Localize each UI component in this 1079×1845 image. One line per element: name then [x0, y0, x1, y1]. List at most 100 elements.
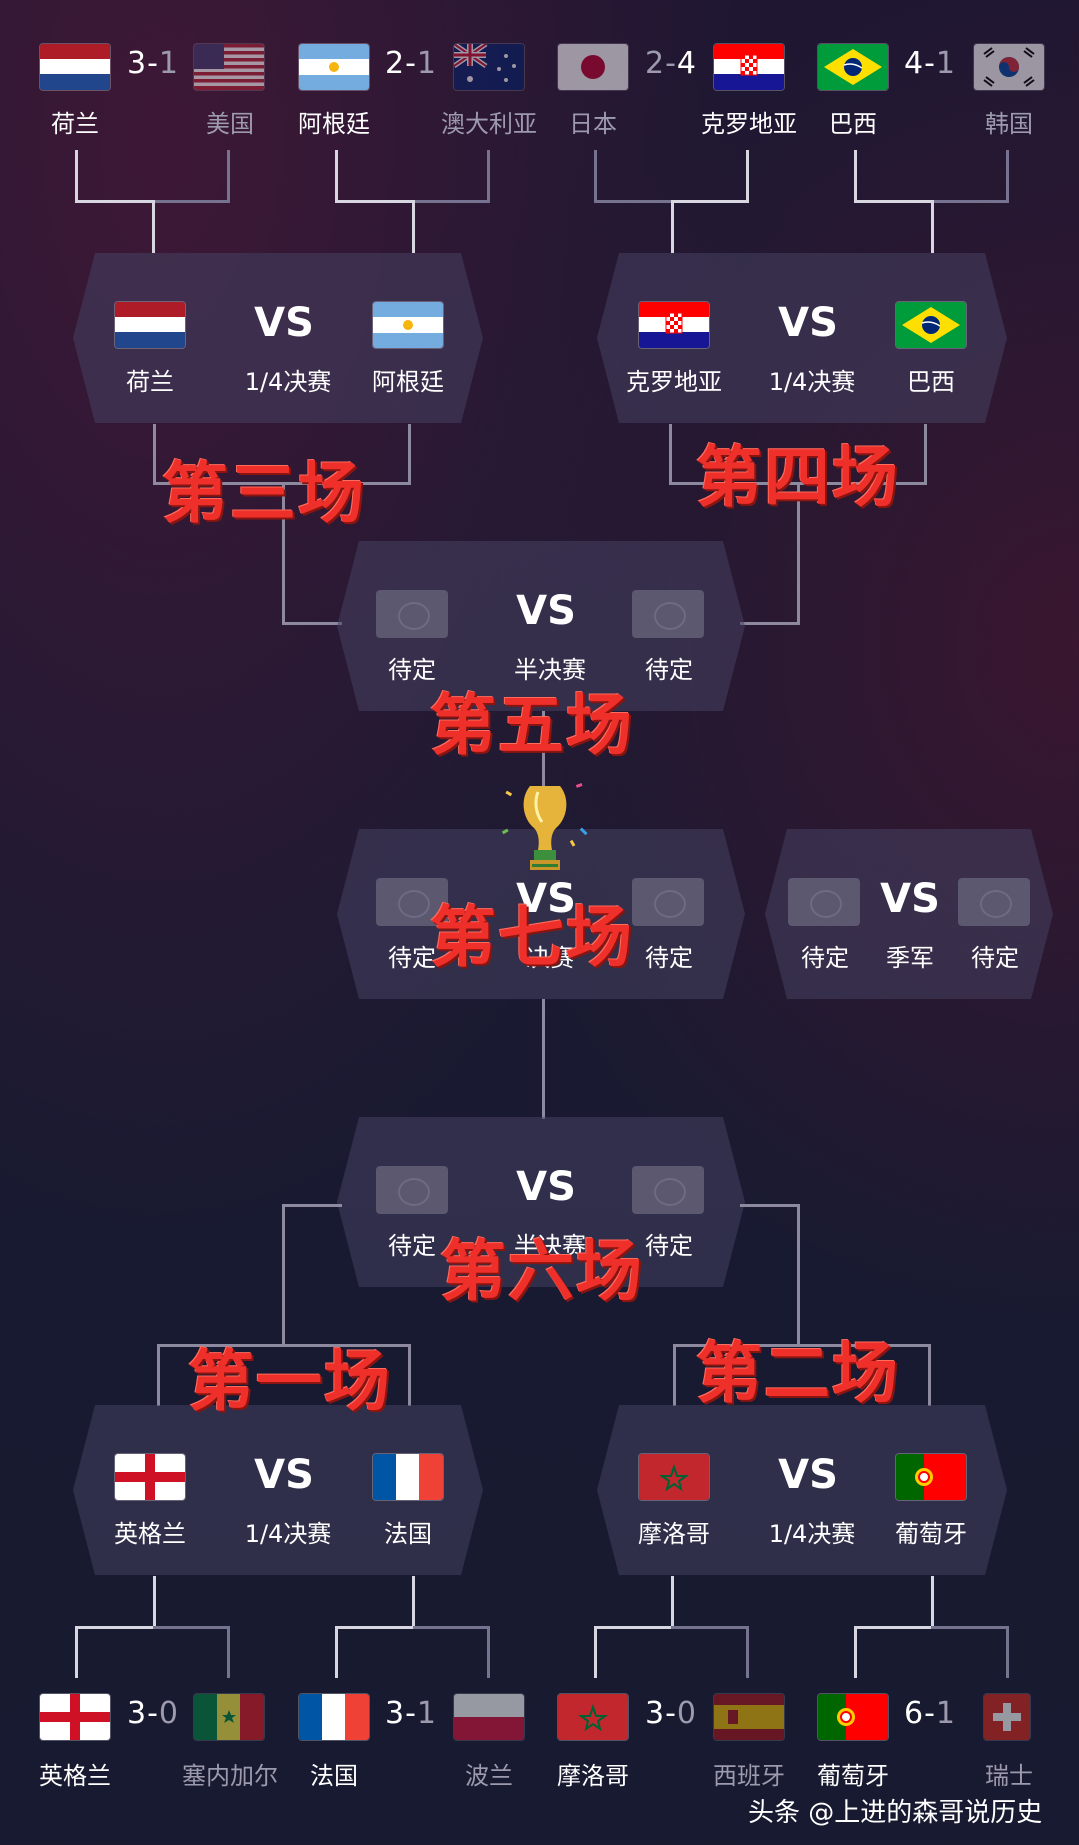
country-label: 待定 [971, 944, 1019, 972]
country-label: 葡萄牙 [895, 1520, 967, 1548]
placeholder-flag-icon [958, 878, 1030, 926]
placeholder-flag-icon [376, 590, 448, 638]
country-label: 英格兰 [114, 1520, 186, 1548]
bracket-line [1006, 150, 1009, 202]
bracket-line [487, 1626, 490, 1678]
match-label: 第七场 [430, 899, 634, 976]
bracket-line [335, 150, 338, 202]
brazil-flag [896, 302, 966, 348]
bracket-line [75, 200, 155, 203]
bracket-line [75, 1626, 78, 1678]
country-label: 塞内加尔 [182, 1762, 278, 1790]
australia-flag [454, 44, 524, 90]
bracket-line [594, 150, 597, 202]
match-label: 第五场 [430, 687, 634, 764]
netherlands-flag [115, 302, 185, 348]
portugal-flag [896, 1454, 966, 1500]
country-label: 摩洛哥 [557, 1762, 629, 1790]
country-label: 待定 [645, 944, 693, 972]
placeholder-flag-icon [376, 878, 448, 926]
bracket-line [931, 1576, 934, 1628]
portugal-flag [818, 1694, 888, 1740]
stage-label: 1/4决赛 [244, 1520, 332, 1548]
bracket-line [854, 1626, 857, 1678]
bracket-line [282, 1204, 285, 1346]
bracket-line [746, 1626, 749, 1678]
bracket-line [671, 200, 749, 203]
stage-label: 1/4决赛 [768, 368, 856, 396]
country-label: 波兰 [465, 1762, 513, 1790]
bracket-line [335, 1626, 338, 1678]
croatia-flag [714, 44, 784, 90]
usa-flag [194, 44, 264, 90]
bracket-line [413, 200, 490, 203]
placeholder-flag-icon [632, 878, 704, 926]
country-label: 韩国 [985, 110, 1033, 138]
country-label: 摩洛哥 [638, 1520, 710, 1548]
country-label: 待定 [388, 1232, 436, 1260]
bracket-line [671, 1626, 749, 1629]
placeholder-flag-icon [788, 878, 860, 926]
bracket-line [854, 150, 857, 202]
bracket-line [153, 424, 156, 484]
bracket-line [153, 1576, 156, 1628]
bracket-line [157, 1344, 160, 1406]
country-label: 待定 [388, 944, 436, 972]
country-label: 法国 [384, 1520, 432, 1548]
senegal-flag [194, 1694, 264, 1740]
match-label: 第六场 [440, 1233, 644, 1310]
score: 3-0 [644, 1696, 697, 1731]
england-flag [115, 1454, 185, 1500]
country-label: 巴西 [829, 110, 877, 138]
stage-label: 季军 [886, 944, 934, 972]
match-label: 第四场 [696, 439, 900, 516]
stage-label: 1/4决赛 [244, 368, 332, 396]
bracket-line [542, 711, 545, 831]
morocco-flag [639, 1454, 709, 1500]
country-label: 澳大利亚 [441, 110, 537, 138]
bracket-line [227, 1626, 230, 1678]
country-label: 葡萄牙 [817, 1762, 889, 1790]
country-label: 待定 [645, 656, 693, 684]
match-label: 第一场 [188, 1343, 392, 1420]
bracket-line [335, 200, 415, 203]
bracket-line [931, 200, 1009, 203]
vs-label: VS [778, 1452, 838, 1498]
match-label: 第二场 [696, 1335, 900, 1412]
bracket-line [797, 482, 800, 624]
bracket-line [854, 200, 934, 203]
bracket-line [669, 424, 672, 484]
vs-label: VS [516, 588, 576, 634]
japan-flag [558, 44, 628, 90]
country-label: 待定 [388, 656, 436, 684]
bracket-line [282, 622, 342, 625]
france-flag [373, 1454, 443, 1500]
vs-label: VS [778, 300, 838, 346]
morocco-flag [558, 1694, 628, 1740]
bracket-line [594, 1626, 597, 1678]
bracket-line [928, 1344, 931, 1406]
bracket-line [335, 1626, 415, 1629]
country-label: 克罗地亚 [626, 368, 722, 396]
bracket-line [75, 1626, 155, 1629]
bracket-line [854, 1626, 934, 1629]
poland-flag [454, 1694, 524, 1740]
england-flag [40, 1694, 110, 1740]
vs-label: VS [880, 876, 940, 922]
bracket-line [1006, 1626, 1009, 1678]
bracket-line [797, 1204, 800, 1346]
bracket-line [75, 150, 78, 202]
country-label: 阿根廷 [372, 368, 444, 396]
bracket-line [157, 1344, 411, 1347]
switzerland-flag [984, 1694, 1030, 1740]
bracket-line [594, 1626, 674, 1629]
bracket-line [671, 1576, 674, 1628]
bracket-line [671, 200, 674, 253]
vs-label: VS [254, 300, 314, 346]
score: 4-1 [903, 46, 956, 81]
country-label: 待定 [801, 944, 849, 972]
score: 3-1 [126, 46, 179, 81]
bracket-line [282, 1204, 342, 1207]
score: 3-1 [384, 1696, 437, 1731]
score: 6-1 [903, 1696, 956, 1731]
